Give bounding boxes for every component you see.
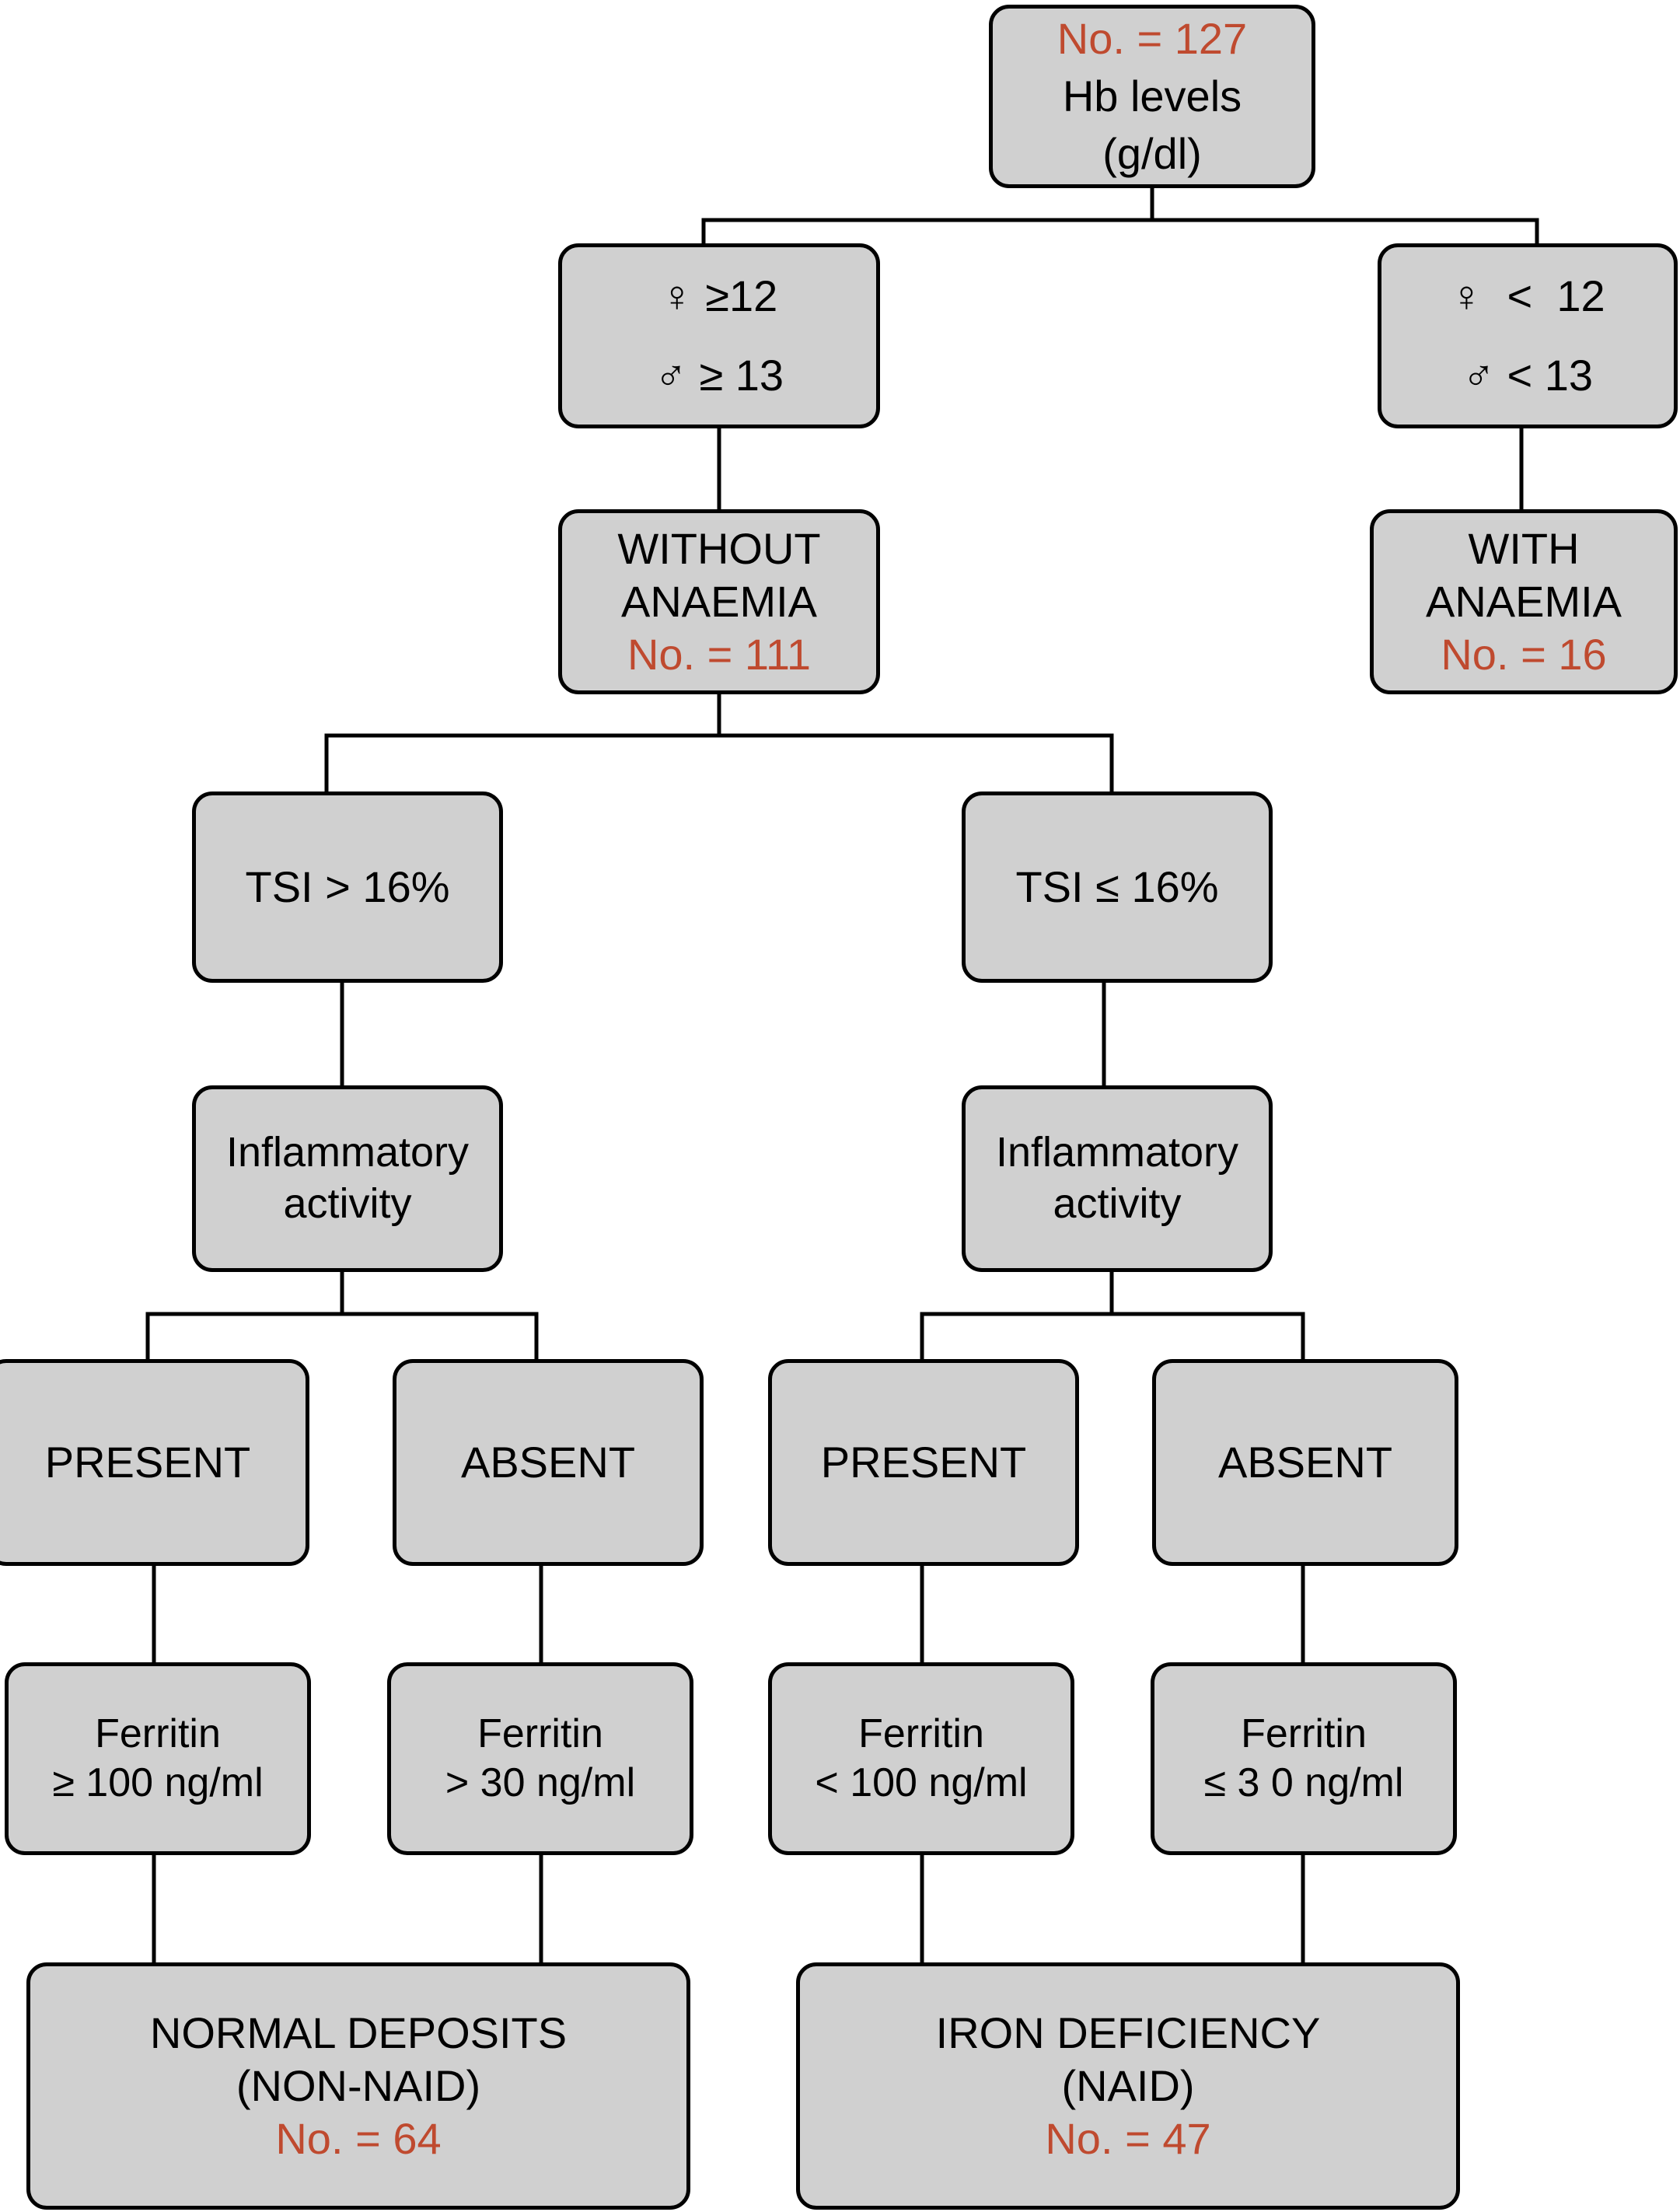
node-inflammatory-left[interactable]: Inflammatory activity bbox=[192, 1085, 503, 1272]
criteria-male-anaemia: ♂ < 13 bbox=[1462, 351, 1594, 400]
node-ferritin-1[interactable]: Ferritin ≥ 100 ng/ml bbox=[5, 1662, 311, 1855]
without-anaemia-count: No. = 111 bbox=[627, 630, 812, 680]
node-anaemia-criteria[interactable]: ♀ < 12 ♂ < 13 bbox=[1378, 243, 1678, 428]
without-anaemia-line1: WITHOUT bbox=[617, 523, 821, 573]
without-anaemia-line2: ANAEMIA bbox=[620, 576, 818, 626]
criteria-female-no-anaemia: ♀ ≥12 bbox=[660, 271, 778, 320]
node-ferritin-4[interactable]: Ferritin ≤ 3 0 ng/ml bbox=[1151, 1662, 1457, 1855]
criteria-female-anaemia: ♀ < 12 bbox=[1450, 271, 1605, 320]
tsi-high-label: TSI > 16% bbox=[245, 861, 450, 911]
node-present-left[interactable]: PRESENT bbox=[0, 1359, 309, 1566]
iron-deficiency-line1: IRON DEFICIENCY bbox=[935, 2008, 1321, 2057]
ferritin-4-line2: ≤ 3 0 ng/ml bbox=[1203, 1760, 1404, 1805]
inflammatory-left-line2: activity bbox=[283, 1180, 412, 1227]
node-ferritin-3[interactable]: Ferritin < 100 ng/ml bbox=[768, 1662, 1074, 1855]
ferritin-2-line1: Ferritin bbox=[477, 1711, 603, 1756]
iron-deficiency-count: No. = 47 bbox=[1045, 2114, 1211, 2164]
ferritin-1-line2: ≥ 100 ng/ml bbox=[52, 1760, 264, 1805]
criteria-male-no-anaemia: ♂ ≥ 13 bbox=[654, 351, 784, 400]
absent-right-label: ABSENT bbox=[1217, 1437, 1393, 1487]
node-absent-right[interactable]: ABSENT bbox=[1152, 1359, 1458, 1566]
present-right-label: PRESENT bbox=[820, 1437, 1027, 1487]
absent-left-label: ABSENT bbox=[460, 1437, 636, 1487]
with-anaemia-line1: WITH bbox=[1468, 523, 1580, 573]
ferritin-4-line1: Ferritin bbox=[1241, 1711, 1367, 1756]
iron-deficiency-line2: (NAID) bbox=[1061, 2060, 1195, 2110]
node-root[interactable]: No. = 127 Hb levels (g/dl) bbox=[989, 5, 1315, 188]
normal-deposits-line2: (NON-NAID) bbox=[236, 2060, 481, 2110]
with-anaemia-line2: ANAEMIA bbox=[1425, 576, 1622, 626]
root-line2: (g/dl) bbox=[1102, 129, 1202, 179]
tsi-low-label: TSI ≤ 16% bbox=[1015, 861, 1219, 911]
node-iron-deficiency[interactable]: IRON DEFICIENCY (NAID) No. = 47 bbox=[796, 1962, 1460, 2210]
node-without-anaemia[interactable]: WITHOUT ANAEMIA No. = 111 bbox=[558, 509, 880, 694]
normal-deposits-count: No. = 64 bbox=[275, 2114, 442, 2164]
ferritin-3-line2: < 100 ng/ml bbox=[815, 1760, 1028, 1805]
inflammatory-left-line1: Inflammatory bbox=[225, 1129, 470, 1176]
node-absent-left[interactable]: ABSENT bbox=[393, 1359, 704, 1566]
node-inflammatory-right[interactable]: Inflammatory activity bbox=[962, 1085, 1273, 1272]
root-line1: Hb levels bbox=[1062, 71, 1242, 121]
node-tsi-low[interactable]: TSI ≤ 16% bbox=[962, 791, 1273, 983]
inflammatory-right-line2: activity bbox=[1053, 1180, 1182, 1227]
node-normal-deposits[interactable]: NORMAL DEPOSITS (NON-NAID) No. = 64 bbox=[26, 1962, 690, 2210]
root-count: No. = 127 bbox=[1057, 13, 1248, 63]
node-with-anaemia[interactable]: WITH ANAEMIA No. = 16 bbox=[1370, 509, 1678, 694]
node-ferritin-2[interactable]: Ferritin > 30 ng/ml bbox=[387, 1662, 693, 1855]
ferritin-1-line1: Ferritin bbox=[95, 1711, 221, 1756]
with-anaemia-count: No. = 16 bbox=[1441, 630, 1607, 680]
node-tsi-high[interactable]: TSI > 16% bbox=[192, 791, 503, 983]
present-left-label: PRESENT bbox=[44, 1437, 251, 1487]
inflammatory-right-line1: Inflammatory bbox=[995, 1129, 1239, 1176]
node-present-right[interactable]: PRESENT bbox=[768, 1359, 1079, 1566]
node-no-anaemia-criteria[interactable]: ♀ ≥12 ♂ ≥ 13 bbox=[558, 243, 880, 428]
ferritin-2-line2: > 30 ng/ml bbox=[445, 1760, 636, 1805]
ferritin-3-line1: Ferritin bbox=[858, 1711, 984, 1756]
normal-deposits-line1: NORMAL DEPOSITS bbox=[149, 2008, 568, 2057]
